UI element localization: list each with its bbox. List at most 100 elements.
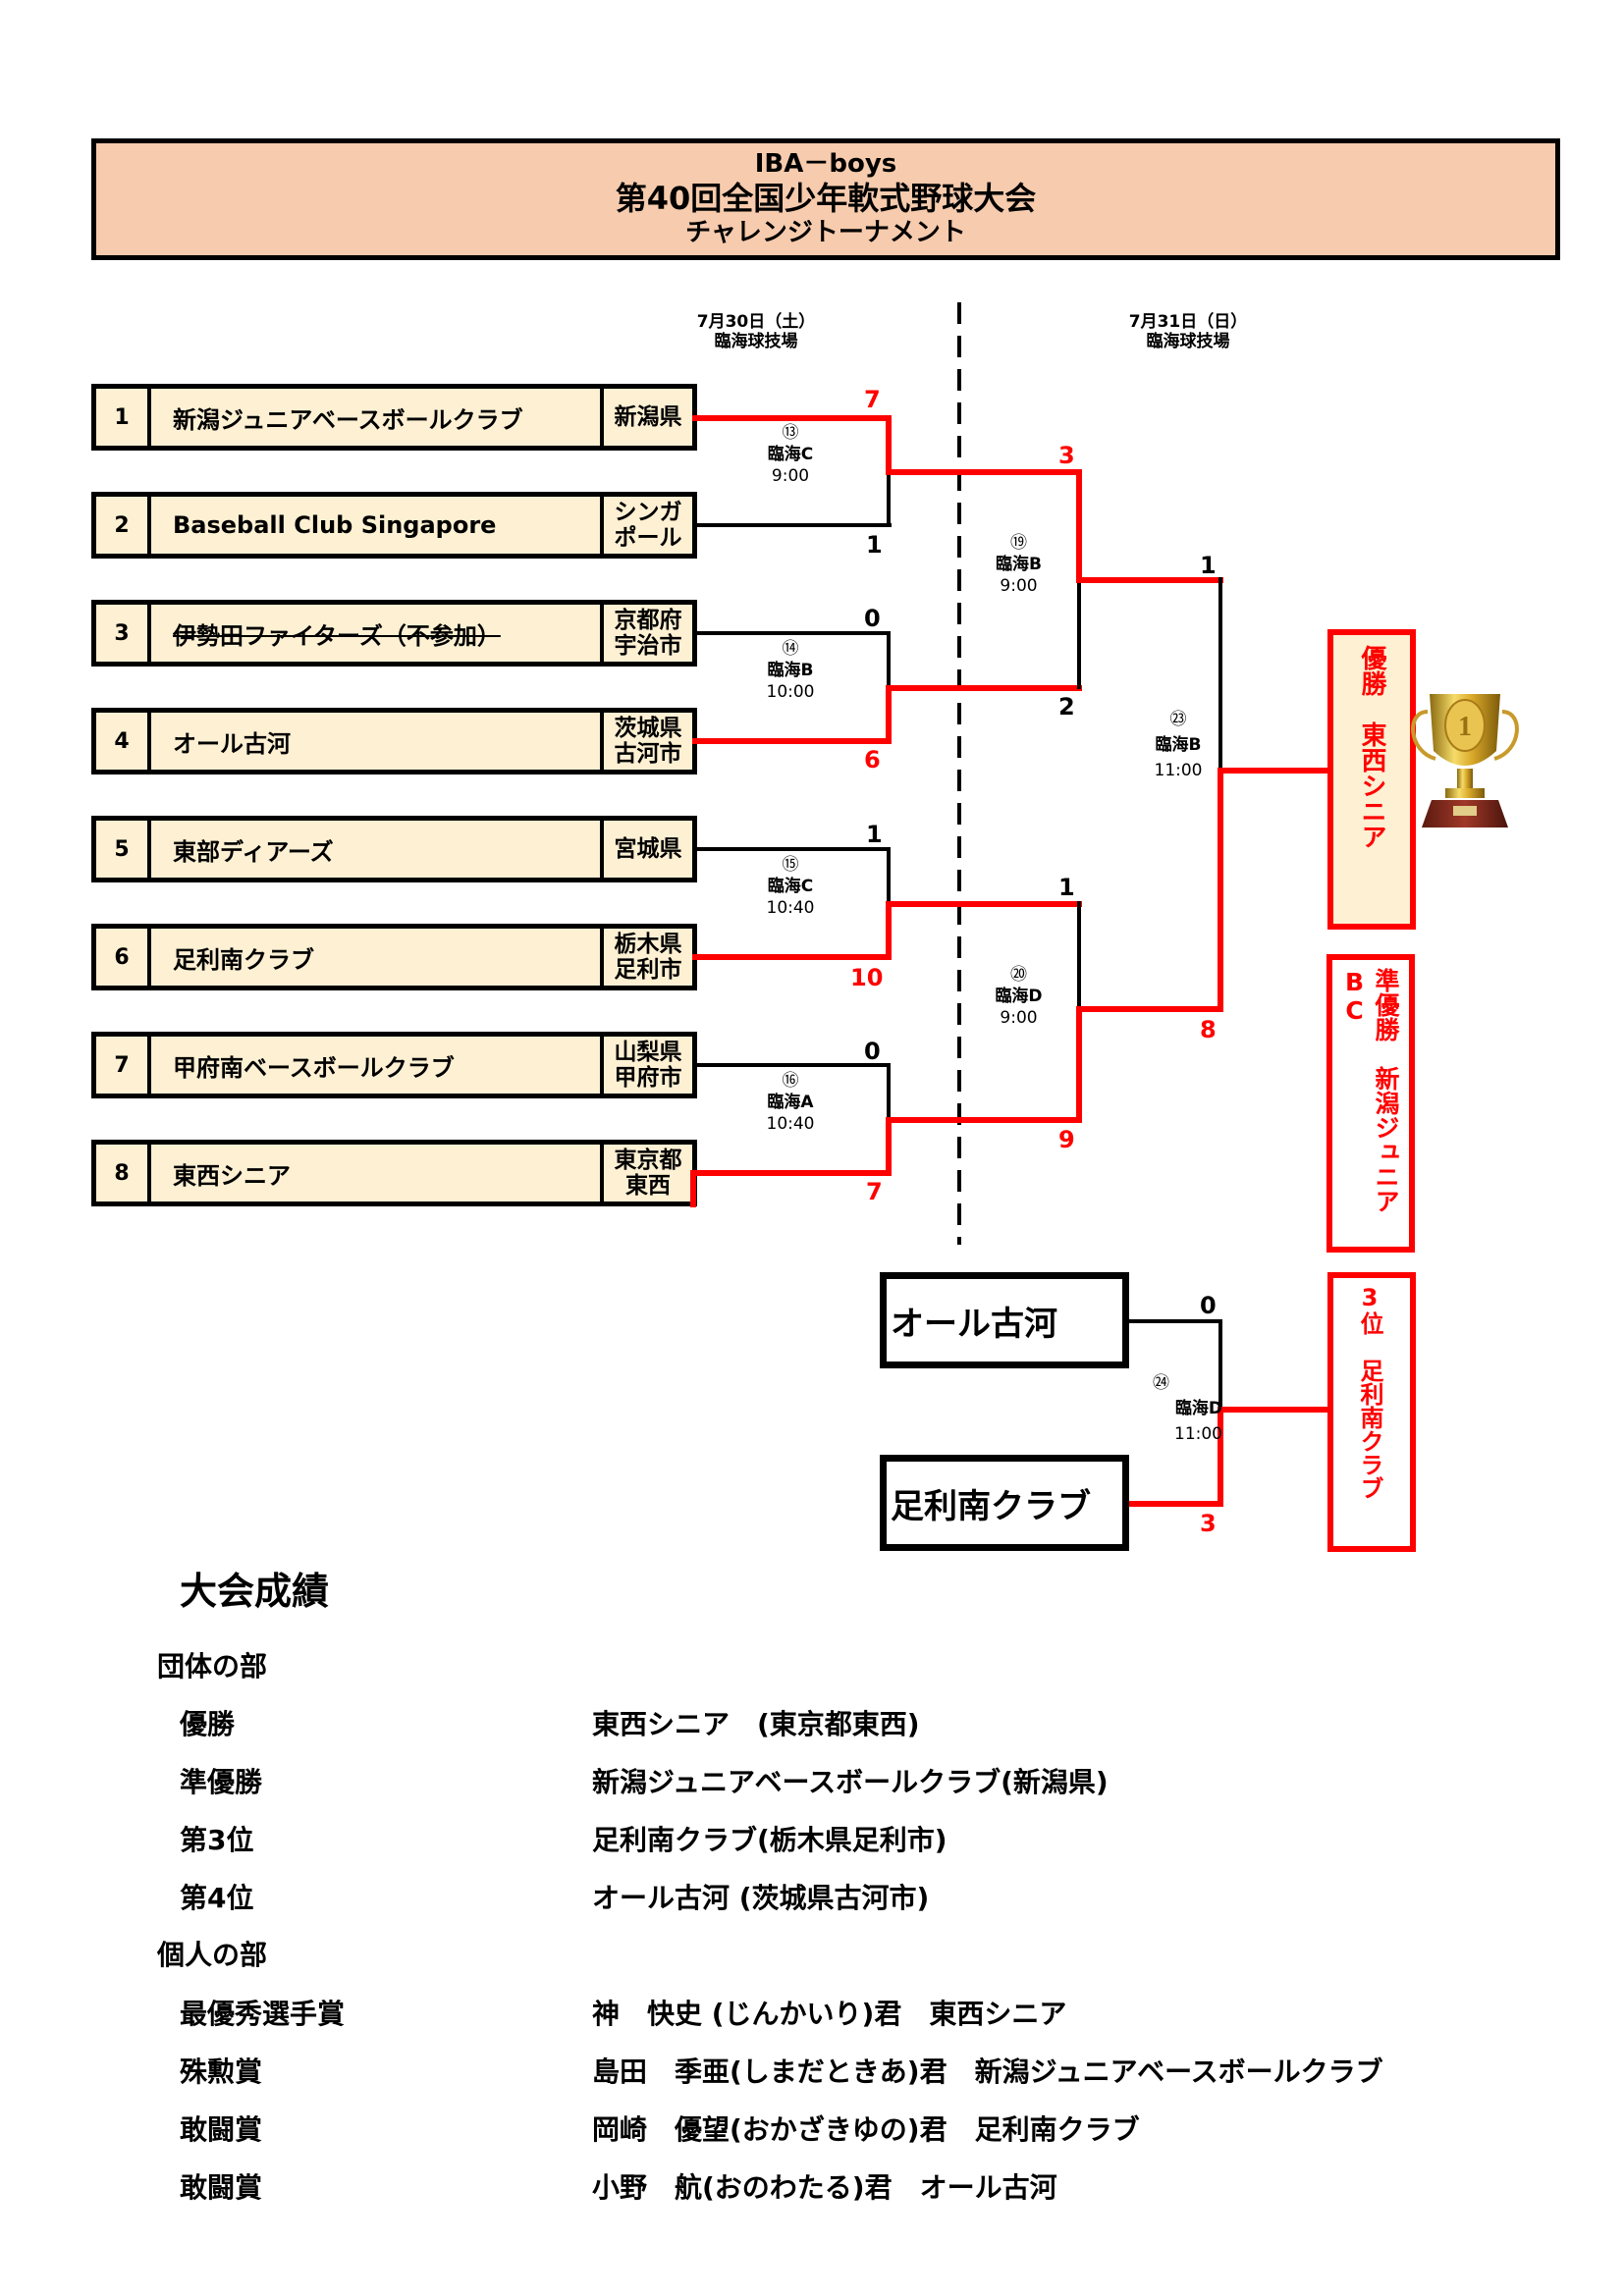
bracket-line [1218,1319,1222,1414]
match-field: 臨海B [996,555,1042,574]
match-13-info: ⑬ 臨海C 9:00 [746,422,835,487]
score-m14-top: 0 [864,605,881,632]
score-m23-top: 1 [1200,552,1217,579]
team-seed: 2 [96,497,151,554]
champion-text: 優勝 東西シニア [1355,645,1388,930]
bracket-line [1218,768,1223,1012]
award-label: 敢闘賞 [180,2171,263,2204]
title-line-3: チャレンジトーナメント [685,218,966,247]
bracket-line [886,1117,1082,1123]
award-recipient: 岡崎 優望(おかざきゆの)君 足利南クラブ [592,2113,1140,2146]
bracket-line [1077,901,1081,1011]
bracket-line [1076,1006,1223,1012]
svg-text:1: 1 [1458,712,1472,742]
match-time: 10:40 [766,898,815,918]
match-19-info: ⑲ 臨海B 9:00 [972,532,1065,597]
champion-box: 優勝 東西シニア [1327,629,1416,930]
third-place-box: 3位 足利南クラブ [1327,1272,1416,1552]
team-prefecture: 新潟県 [614,404,682,430]
match-time: 9:00 [1000,1008,1038,1028]
bracket-line [886,1117,892,1176]
bracket-line [692,631,891,635]
match-field: 臨海C [767,877,814,896]
team-section-heading: 団体の部 [157,1650,268,1682]
match-14-info: ⑭ 臨海B 10:00 [746,638,835,703]
match-field: 臨海C [767,445,814,464]
team-name: オール古河 [891,1304,1057,1344]
match-field: 臨海D [995,987,1043,1006]
day2-venue: 臨海球技場 [1146,332,1230,351]
match-field: 臨海A [767,1093,814,1112]
team-seed: 3 [96,605,151,662]
team-prefecture: 茨城県 古河市 [614,716,682,767]
match-number: ㉔ [1153,1373,1169,1393]
match-24-info: ㉔ 臨海D 11:00 [1139,1370,1222,1447]
award-label: 最優秀選手賞 [180,1998,346,2030]
team-name: 伊勢田ファイターズ（不参加） [151,605,604,662]
match-number: ⑭ [782,639,799,659]
score-m20-bottom: 9 [1058,1126,1075,1153]
score-m13-bottom: 1 [866,531,883,559]
trophy-icon: 1 [1406,682,1524,839]
team-name: 足利南クラブ [891,1486,1091,1526]
team-name: オール古河 [151,713,604,770]
score-m16-bottom: 7 [866,1178,883,1205]
bracket-line [692,415,892,421]
bracket-line [692,1170,892,1176]
bracket-line [1218,1407,1333,1413]
bracket-line [692,847,891,851]
match-field: 臨海D [1174,1399,1222,1418]
bracket-line [886,901,1082,907]
award-recipient: 小野 航(おのわたる)君 オール古河 [592,2171,1057,2204]
bracket-line [692,1063,891,1067]
team-name: 甲府南ベースボールクラブ [151,1037,604,1094]
team-name: Baseball Club Singapore [151,497,604,554]
bracket-line [887,471,891,525]
results-title: 大会成績 [180,1570,330,1613]
team-seed: 5 [96,821,151,878]
team-prefecture: 栃木県 足利市 [614,932,682,983]
award-recipient: 島田 季亜(しまだときあ)君 新潟ジュニアベースボールクラブ [592,2056,1383,2088]
score-m24-bottom: 3 [1200,1510,1217,1537]
third-place-team: 足利南クラブ [1356,1359,1383,1500]
day1-venue: 臨海球技場 [714,332,798,351]
score-m19-top: 3 [1058,442,1075,469]
match-23-info: ㉓ 臨海B 11:00 [1134,707,1222,783]
match-16-info: ⑯ 臨海A 10:40 [746,1070,835,1135]
score-m15-top: 1 [866,821,883,848]
match-number: ㉓ [1169,710,1187,729]
match-time: 11:00 [1154,761,1203,780]
bracket-line [886,469,1082,475]
runner-up-text: 準優勝 新潟ジュニアBC [1338,968,1401,1248]
result-value: 新潟ジュニアベースボールクラブ(新潟県) [592,1766,1109,1798]
bracket-line [1129,1319,1222,1323]
award-label: 殊勲賞 [180,2056,263,2088]
match-15-info: ⑮ 臨海C 10:40 [746,854,835,919]
bracket-line [1076,1006,1082,1121]
individual-section-heading: 個人の部 [157,1939,268,1971]
score-m13-top: 7 [864,386,881,413]
bracket-line [1218,577,1222,774]
team-seed: 1 [96,389,151,446]
score-m24-top: 0 [1200,1292,1217,1319]
bracket-line [886,901,892,960]
result-value: 足利南クラブ(栃木県足利市) [592,1824,947,1856]
match-number: ⑯ [782,1071,799,1091]
bracket-line [1218,768,1333,774]
match-time: 10:40 [766,1114,815,1134]
bracket-line [886,415,892,474]
result-value: オール古河 (茨城県古河市) [592,1882,930,1914]
team-name: 東部ディアーズ [151,821,604,878]
bracket-line [886,687,892,744]
result-value: 東西シニア (東京都東西) [592,1708,920,1740]
champion-team: 東西シニア [1357,721,1386,849]
third-place-text: 3位 足利南クラブ [1355,1284,1384,1554]
match-time: 9:00 [771,466,810,486]
team-seed: 6 [96,929,151,986]
bracket-line [1218,1407,1223,1507]
